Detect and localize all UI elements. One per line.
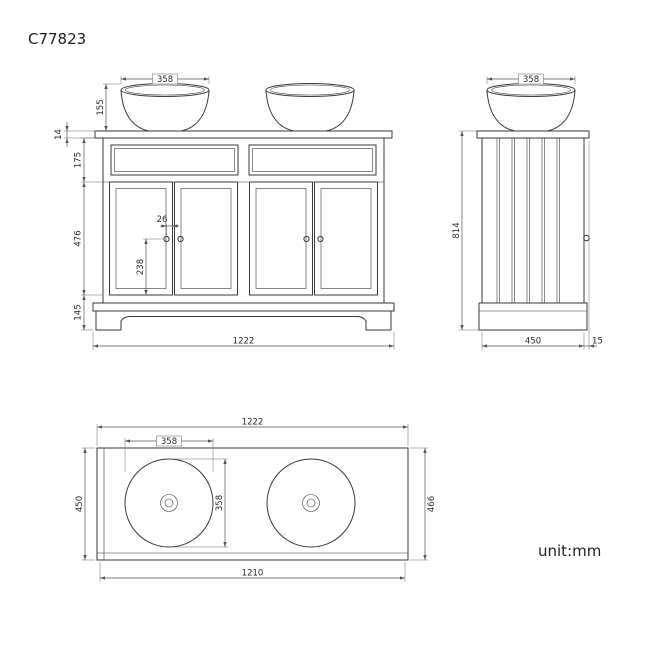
door-knob [303, 235, 310, 243]
dim-plan-overall-width: 1222 [96, 418, 409, 446]
dim-label: 476 [74, 230, 84, 246]
dim-label: 450 [525, 337, 541, 347]
side-basin [486, 83, 576, 132]
front-view: 358 155 14 175 476 145 [54, 73, 395, 350]
front-countertop [94, 130, 393, 139]
side-plinth [478, 302, 588, 331]
dim-label: 145 [74, 304, 84, 320]
front-basin-right [265, 83, 355, 132]
dim-label: 450 [75, 496, 85, 512]
front-doors [109, 181, 378, 296]
dim-label: 1222 [242, 418, 264, 428]
dim-label: 466 [427, 496, 437, 512]
dim-front-basin-diameter: 358 [120, 73, 210, 85]
dim-plan-basin-diameter-y: 358 [169, 458, 228, 548]
dim-label: 175 [74, 152, 84, 168]
plan-view: 1222 358 358 450 466 [75, 418, 437, 582]
units-label: unit:mm [538, 542, 601, 560]
plan-basin-right [266, 458, 356, 548]
plan-countertop-outline [96, 447, 409, 561]
dim-label: 1210 [242, 569, 264, 579]
front-basin-left [120, 83, 210, 132]
side-view: 358 814 450 15 [452, 73, 603, 350]
door-knob [177, 235, 184, 243]
dim-label: 358 [161, 437, 177, 447]
dim-label: 238 [136, 259, 146, 275]
door-left-1 [109, 181, 173, 296]
dim-side-overall-height: 814 [452, 130, 479, 331]
side-panel-grooves [496, 138, 560, 303]
plan-basin-left [124, 458, 214, 548]
dim-side-basin-diameter: 358 [486, 73, 576, 85]
dim-label: 1222 [233, 337, 255, 347]
dim-label: 358 [157, 75, 173, 85]
dim-plan-depth-right: 466 [410, 447, 437, 561]
dim-front-height-chain: 175 476 145 [74, 137, 103, 331]
door-left-2 [174, 181, 238, 296]
dim-plan-basin-diameter-x: 358 [124, 435, 214, 472]
dim-front-basin-height: 155 [96, 83, 120, 131]
dim-front-handle-height: 238 [136, 238, 163, 295]
dim-label: 155 [96, 99, 106, 115]
dim-side-depth: 450 [481, 332, 585, 350]
side-knob [583, 234, 590, 242]
dim-front-handle-offset: 26 [157, 215, 179, 235]
dim-label: 814 [452, 222, 462, 238]
door-knob [163, 235, 170, 243]
dim-label: 358 [215, 495, 225, 511]
door-knob [317, 235, 324, 243]
dim-label: 14 [54, 129, 64, 140]
dim-front-overall-width: 1222 [92, 332, 395, 350]
door-right-2 [314, 181, 378, 296]
side-countertop [476, 130, 590, 139]
dim-front-countertop-thickness: 14 [54, 122, 95, 147]
front-top-frame [103, 144, 384, 183]
dim-label: 15 [592, 337, 603, 347]
dim-label: 358 [523, 75, 539, 85]
dim-label: 26 [157, 215, 168, 225]
dim-plan-depth-left: 450 [75, 447, 95, 561]
front-plinth [92, 302, 395, 331]
dim-plan-cabinet-width: 1210 [99, 562, 406, 582]
dim-side-overhang: 15 [584, 141, 603, 350]
front-cabinet-body [102, 137, 385, 304]
drawing-code: C77823 [28, 30, 86, 48]
door-right-1 [249, 181, 313, 296]
